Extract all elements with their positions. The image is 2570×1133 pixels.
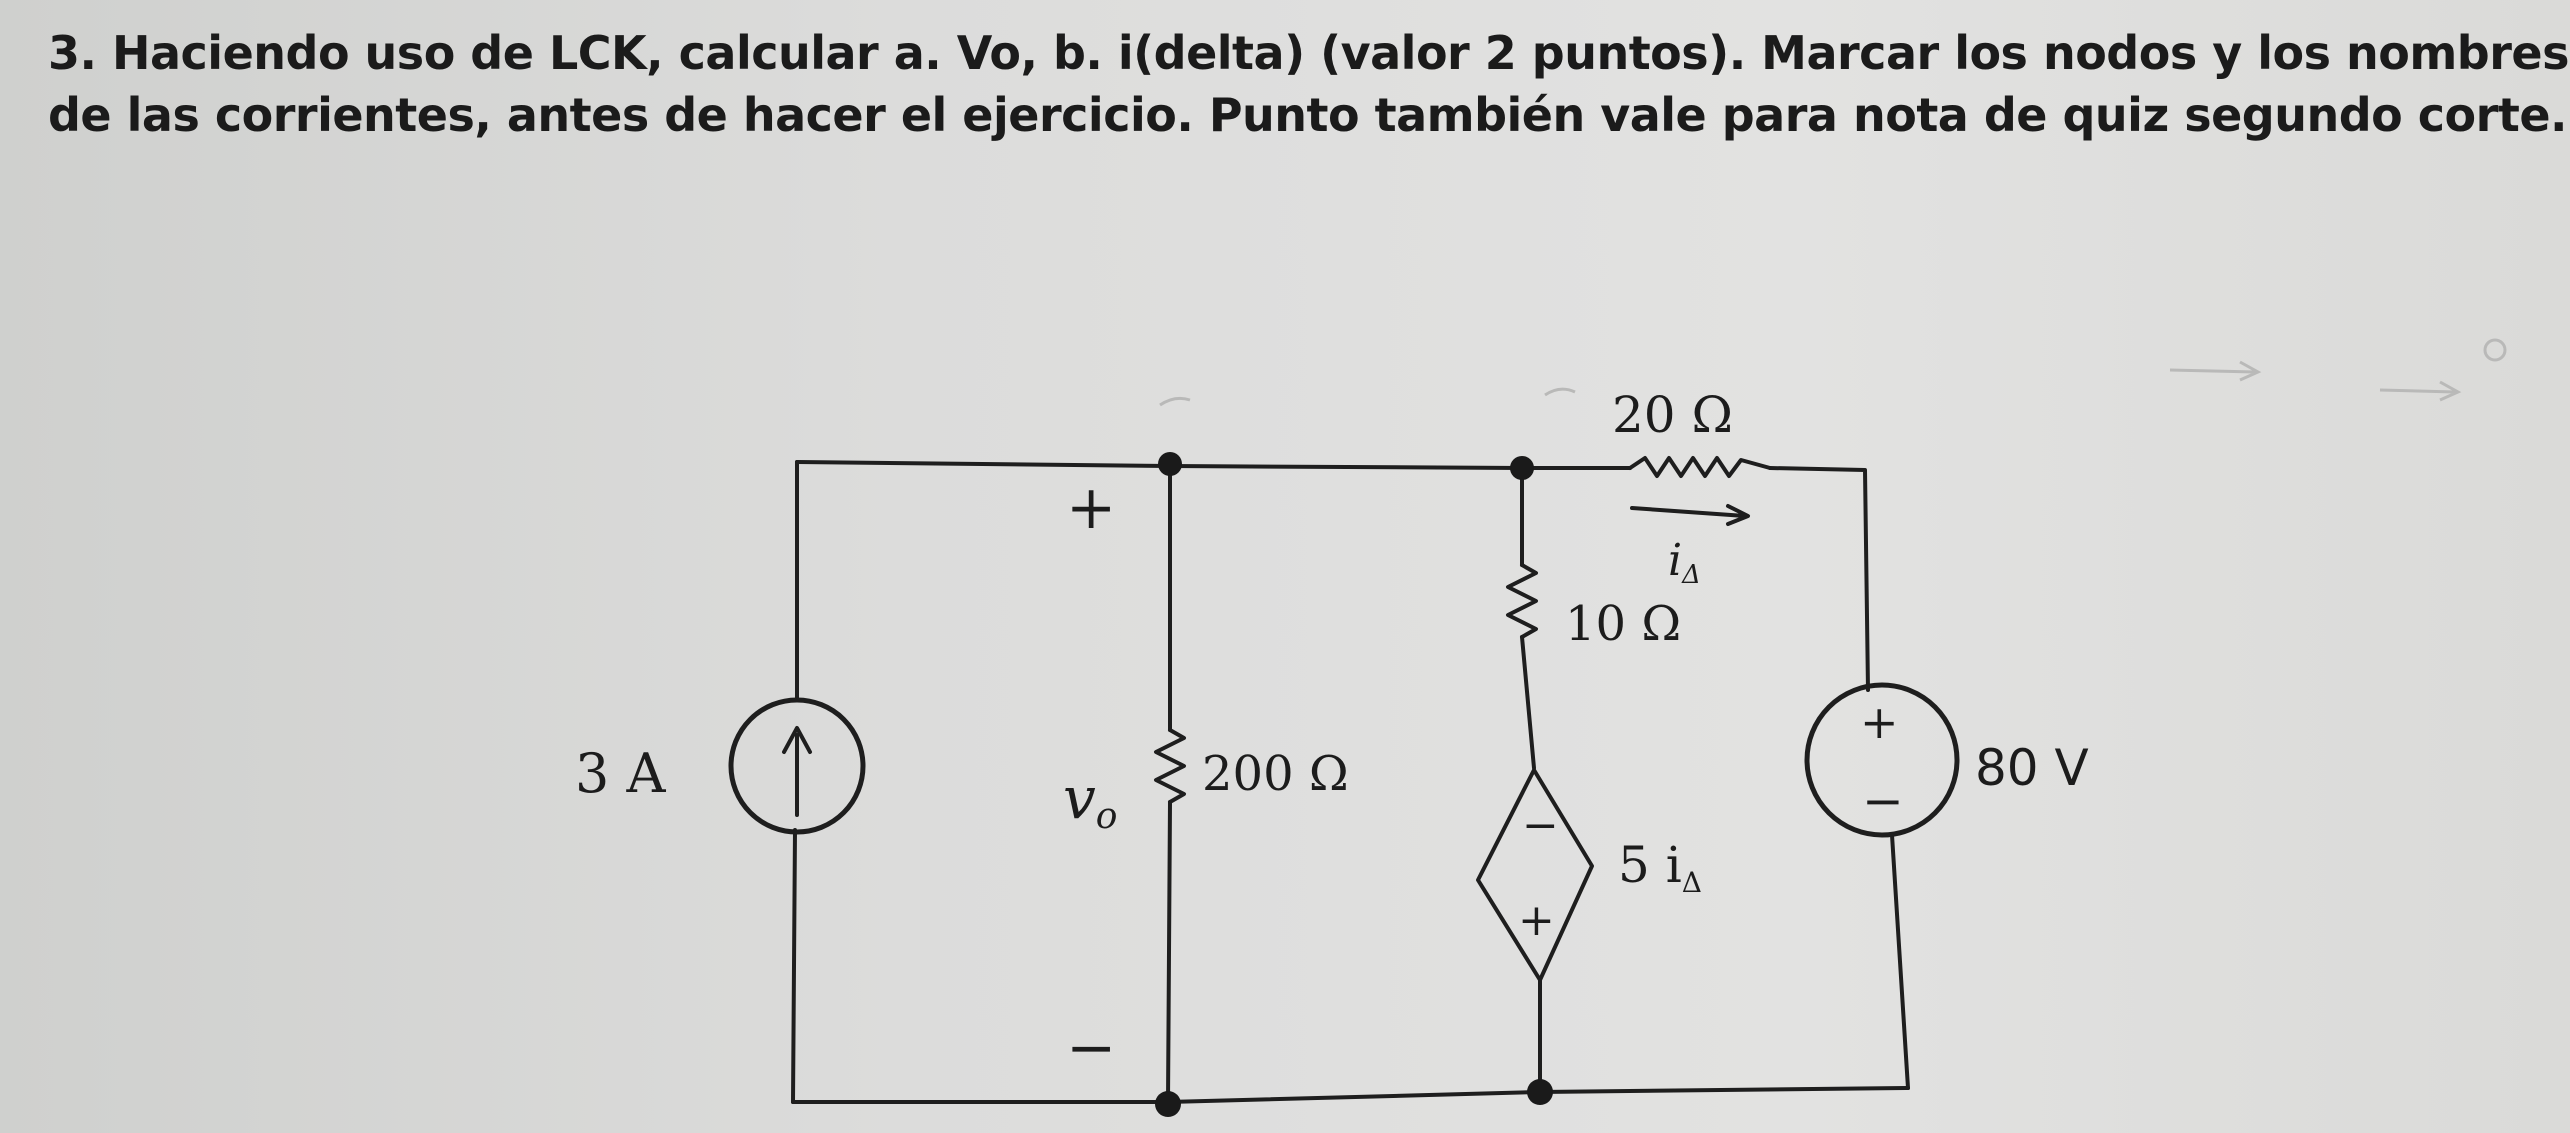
node-bottom-dep	[1527, 1079, 1553, 1105]
pencil-marks	[1159, 338, 2507, 407]
r20-label: 20 Ω	[1612, 386, 1733, 444]
idelta-label: iΔ	[1668, 535, 1701, 590]
r200-wire-bottom	[1166, 800, 1172, 1104]
r20-resistor	[1628, 456, 1772, 478]
node-bottom-200	[1155, 1091, 1181, 1117]
r200-resistor	[1154, 728, 1186, 804]
dep-wire-top	[1520, 635, 1536, 770]
r200-label: 200 Ω	[1202, 746, 1349, 802]
vo-subscript: o	[1096, 796, 1118, 837]
vo-plus-sign: +	[1066, 473, 1116, 543]
current-source-label: 3 A	[575, 742, 667, 805]
question-text: 3. Haciendo uso de LCK, calcular a. Vo, …	[48, 22, 2569, 146]
dep-minus-sign: −	[1522, 800, 1559, 851]
top-wire-left	[795, 460, 1172, 468]
top-wire-mid	[1168, 464, 1524, 470]
question-line-2: de las corrientes, antes de hacer el eje…	[48, 88, 2568, 142]
vsource-plus-sign: +	[1860, 695, 1899, 749]
question-line-1: 3. Haciendo uso de LCK, calcular a. Vo, …	[48, 26, 2569, 80]
node-top-10	[1510, 456, 1534, 480]
dep-source-text: 5 i	[1618, 836, 1682, 894]
dep-source-label: 5 iΔ	[1618, 836, 1702, 899]
vsource-minus-sign: −	[1862, 772, 1904, 830]
r10-resistor	[1506, 563, 1538, 639]
idelta-arrow-icon	[1630, 504, 1750, 526]
current-source-arrow-icon	[782, 726, 812, 817]
r10-label: 10 Ω	[1565, 596, 1681, 652]
voltage-source-circle	[1804, 682, 1960, 838]
top-wire-far-right	[1768, 466, 1870, 692]
vsource-label: 80 V	[1975, 739, 2089, 797]
left-wire-bottom	[791, 828, 797, 1104]
vo-minus-sign: −	[1066, 1013, 1116, 1083]
idelta-letter: i	[1668, 535, 1682, 586]
vo-letter: v	[1063, 764, 1096, 832]
current-source-circle	[728, 697, 866, 835]
bottom-wire	[791, 1086, 1910, 1104]
dep-source-subscript: Δ	[1682, 866, 1702, 899]
vo-label: vo	[1063, 764, 1117, 837]
idelta-subscript: Δ	[1681, 560, 1701, 590]
vsource-wire-bottom	[1890, 833, 1910, 1090]
node-top-200	[1158, 452, 1182, 476]
dep-plus-sign: +	[1518, 895, 1555, 946]
